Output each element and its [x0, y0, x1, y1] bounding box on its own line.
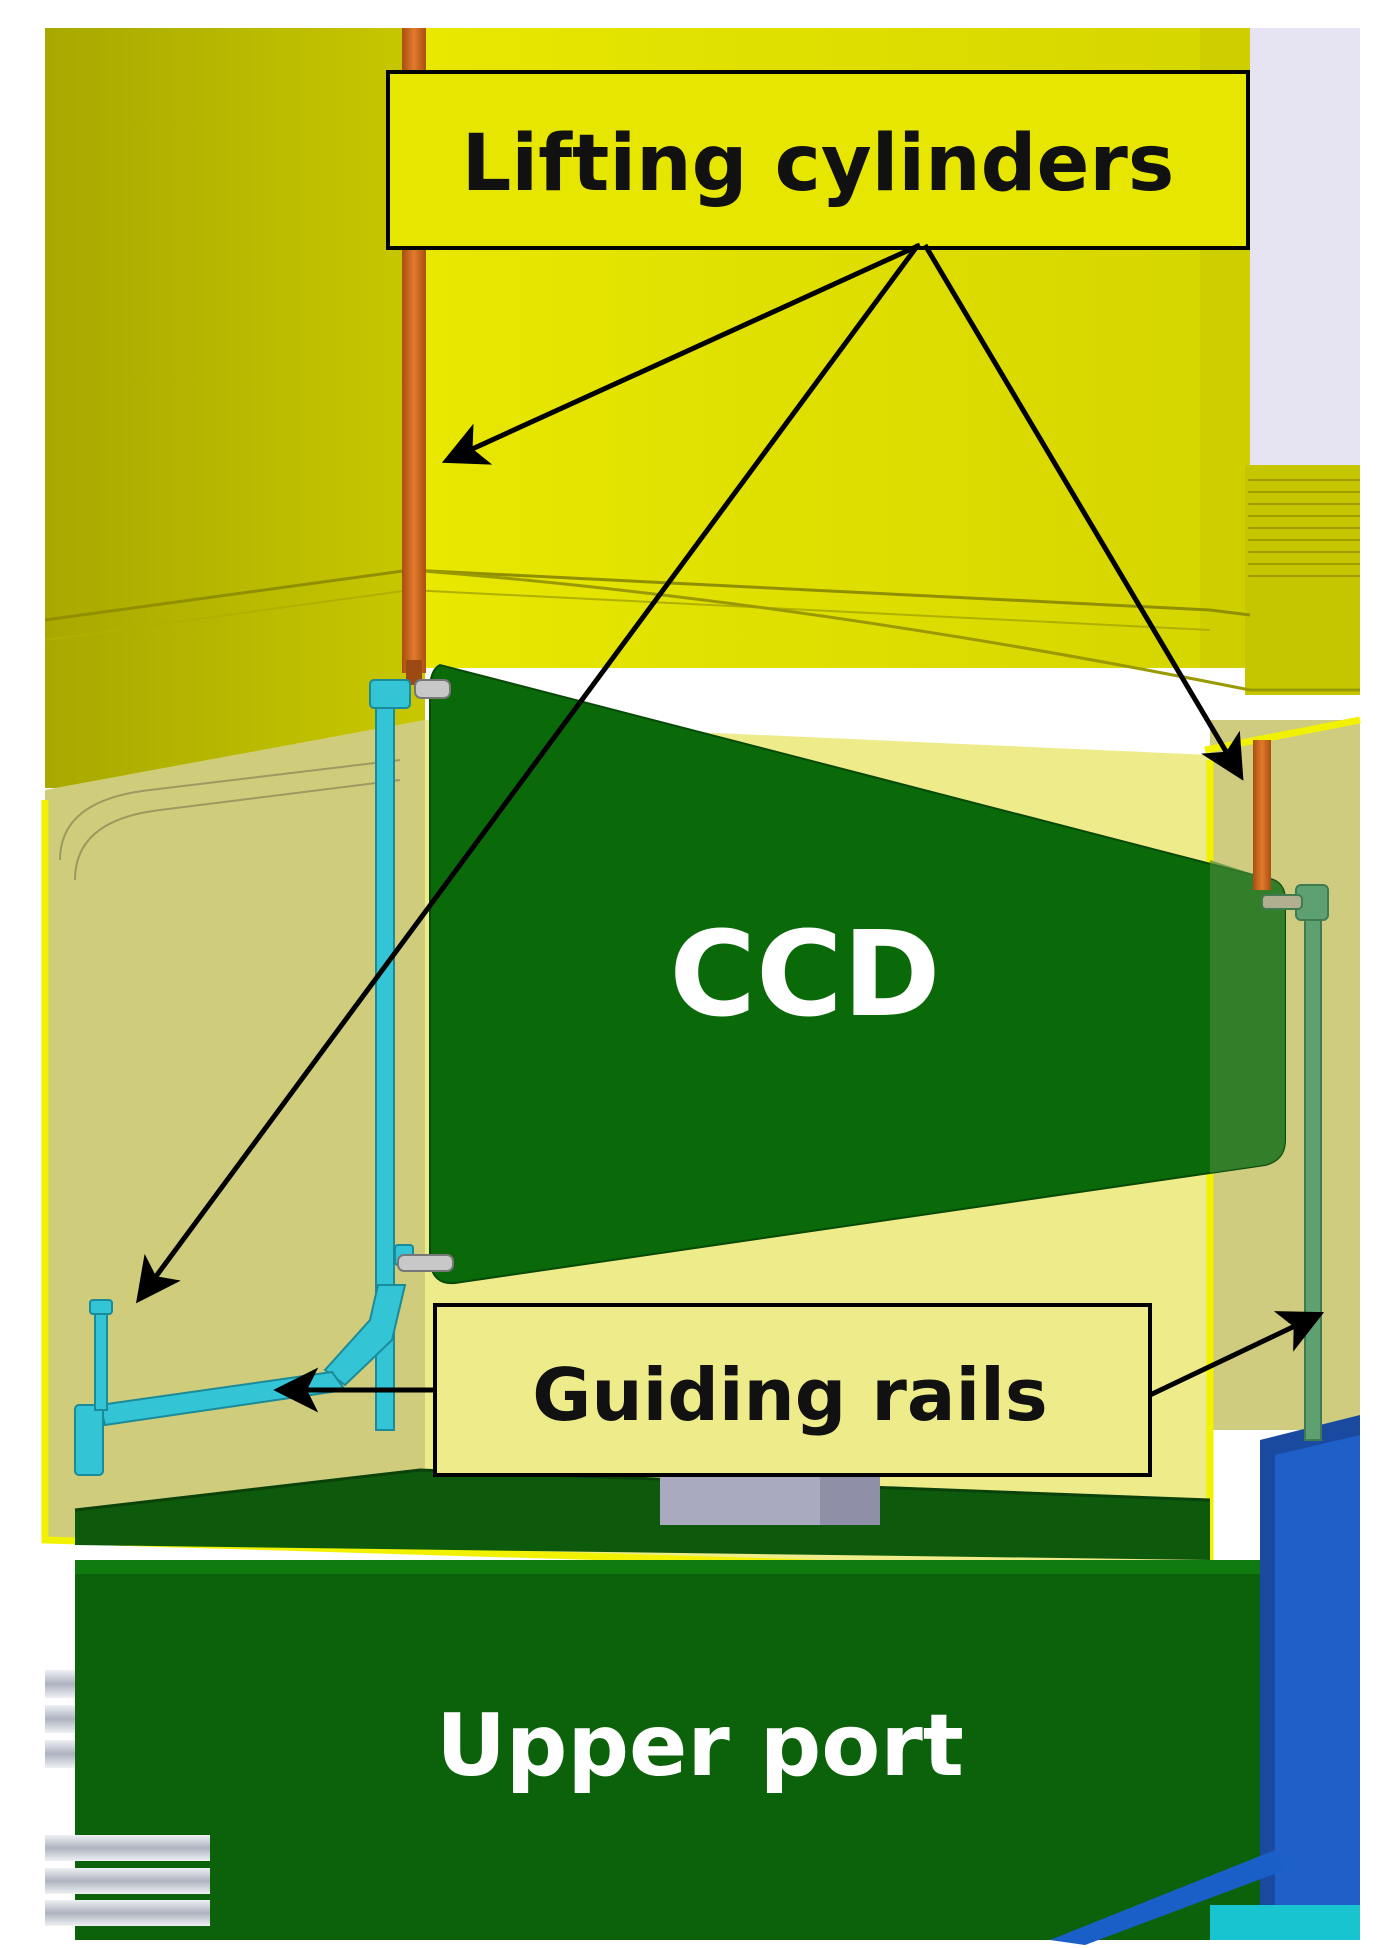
pipes-left [45, 1670, 210, 1926]
rail-pin-bottom [397, 1254, 454, 1272]
guiding-rails-label-box [433, 1303, 1152, 1477]
rib-lines [1248, 479, 1360, 577]
lifting-cylinder-left-tip [406, 660, 422, 685]
lifting-cylinders-label: Lifting cylinders [462, 119, 1175, 209]
upper-port-block [75, 1560, 1285, 1940]
arrow-to-left-cylinder [441, 242, 922, 465]
lower-chamber-shade [45, 720, 425, 1540]
arrow-to-right-rail [1148, 1311, 1325, 1398]
rail-pin-top [414, 679, 451, 699]
upper-right-gap [1250, 28, 1360, 468]
arrow-to-right-cylinder [922, 243, 1244, 781]
guiding-rail-right [1261, 884, 1329, 1441]
upper-port-top-edge [75, 1560, 1285, 1574]
callout-arrows [135, 242, 1325, 1413]
ccd-label: CCD [669, 905, 940, 1043]
upper-port-label: Upper port [436, 1696, 964, 1796]
lifting-cylinders-label-box [386, 70, 1250, 250]
chamber-inner-curve [59, 759, 401, 861]
lifting-cylinder-right [1253, 740, 1271, 890]
guiding-rails-label: Guiding rails [532, 1353, 1047, 1437]
upper-ledge [44, 568, 1251, 622]
ccd-panel-edge [1210, 860, 1285, 1173]
left-yellow-housing [45, 28, 425, 788]
chamber-floor [75, 1470, 1210, 1560]
chamber-inner-curve-2 [74, 779, 401, 881]
ccd-ledge [409, 568, 1360, 692]
right-ribbed-flange [1245, 465, 1360, 695]
chamber-floor-edge [74, 1468, 1211, 1512]
blue-part-right [1050, 1415, 1360, 1945]
arrow-to-bottom-left-cylinder [135, 243, 921, 1304]
